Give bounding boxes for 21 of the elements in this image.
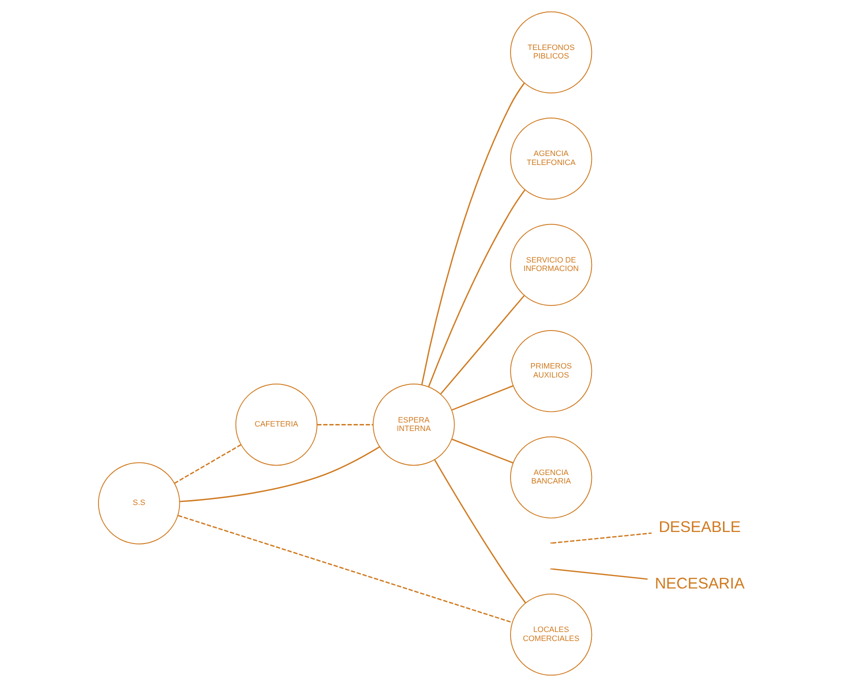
node-circle: LOCALES COMERCIALES xyxy=(510,594,592,676)
node-circle: SERVICIO DE INFORMACION xyxy=(510,224,592,306)
connector xyxy=(428,190,525,388)
connector xyxy=(440,295,524,394)
node-circle: AGENCIA TELEFONICA xyxy=(510,118,592,200)
node-circle: ESPERA INTERNA xyxy=(372,384,454,466)
connector xyxy=(420,82,524,385)
node-circle: CAFETERIA xyxy=(234,384,317,466)
legend-label: DESEABLE xyxy=(658,519,740,536)
node-circle: S.S xyxy=(98,462,180,544)
connector xyxy=(174,444,241,484)
connector xyxy=(434,459,526,604)
node-circle: TELEFONOS PIBLICOS xyxy=(510,11,592,94)
connector xyxy=(179,446,380,502)
connector xyxy=(450,385,513,411)
connector xyxy=(451,438,513,464)
connector xyxy=(316,424,372,426)
legend-label: NECESARIA xyxy=(654,575,744,592)
node-circle: AGENCIA BANCARIA xyxy=(510,436,592,518)
node-circle: PRIMEROS AUXILIOS xyxy=(510,330,592,412)
connector xyxy=(177,514,512,624)
